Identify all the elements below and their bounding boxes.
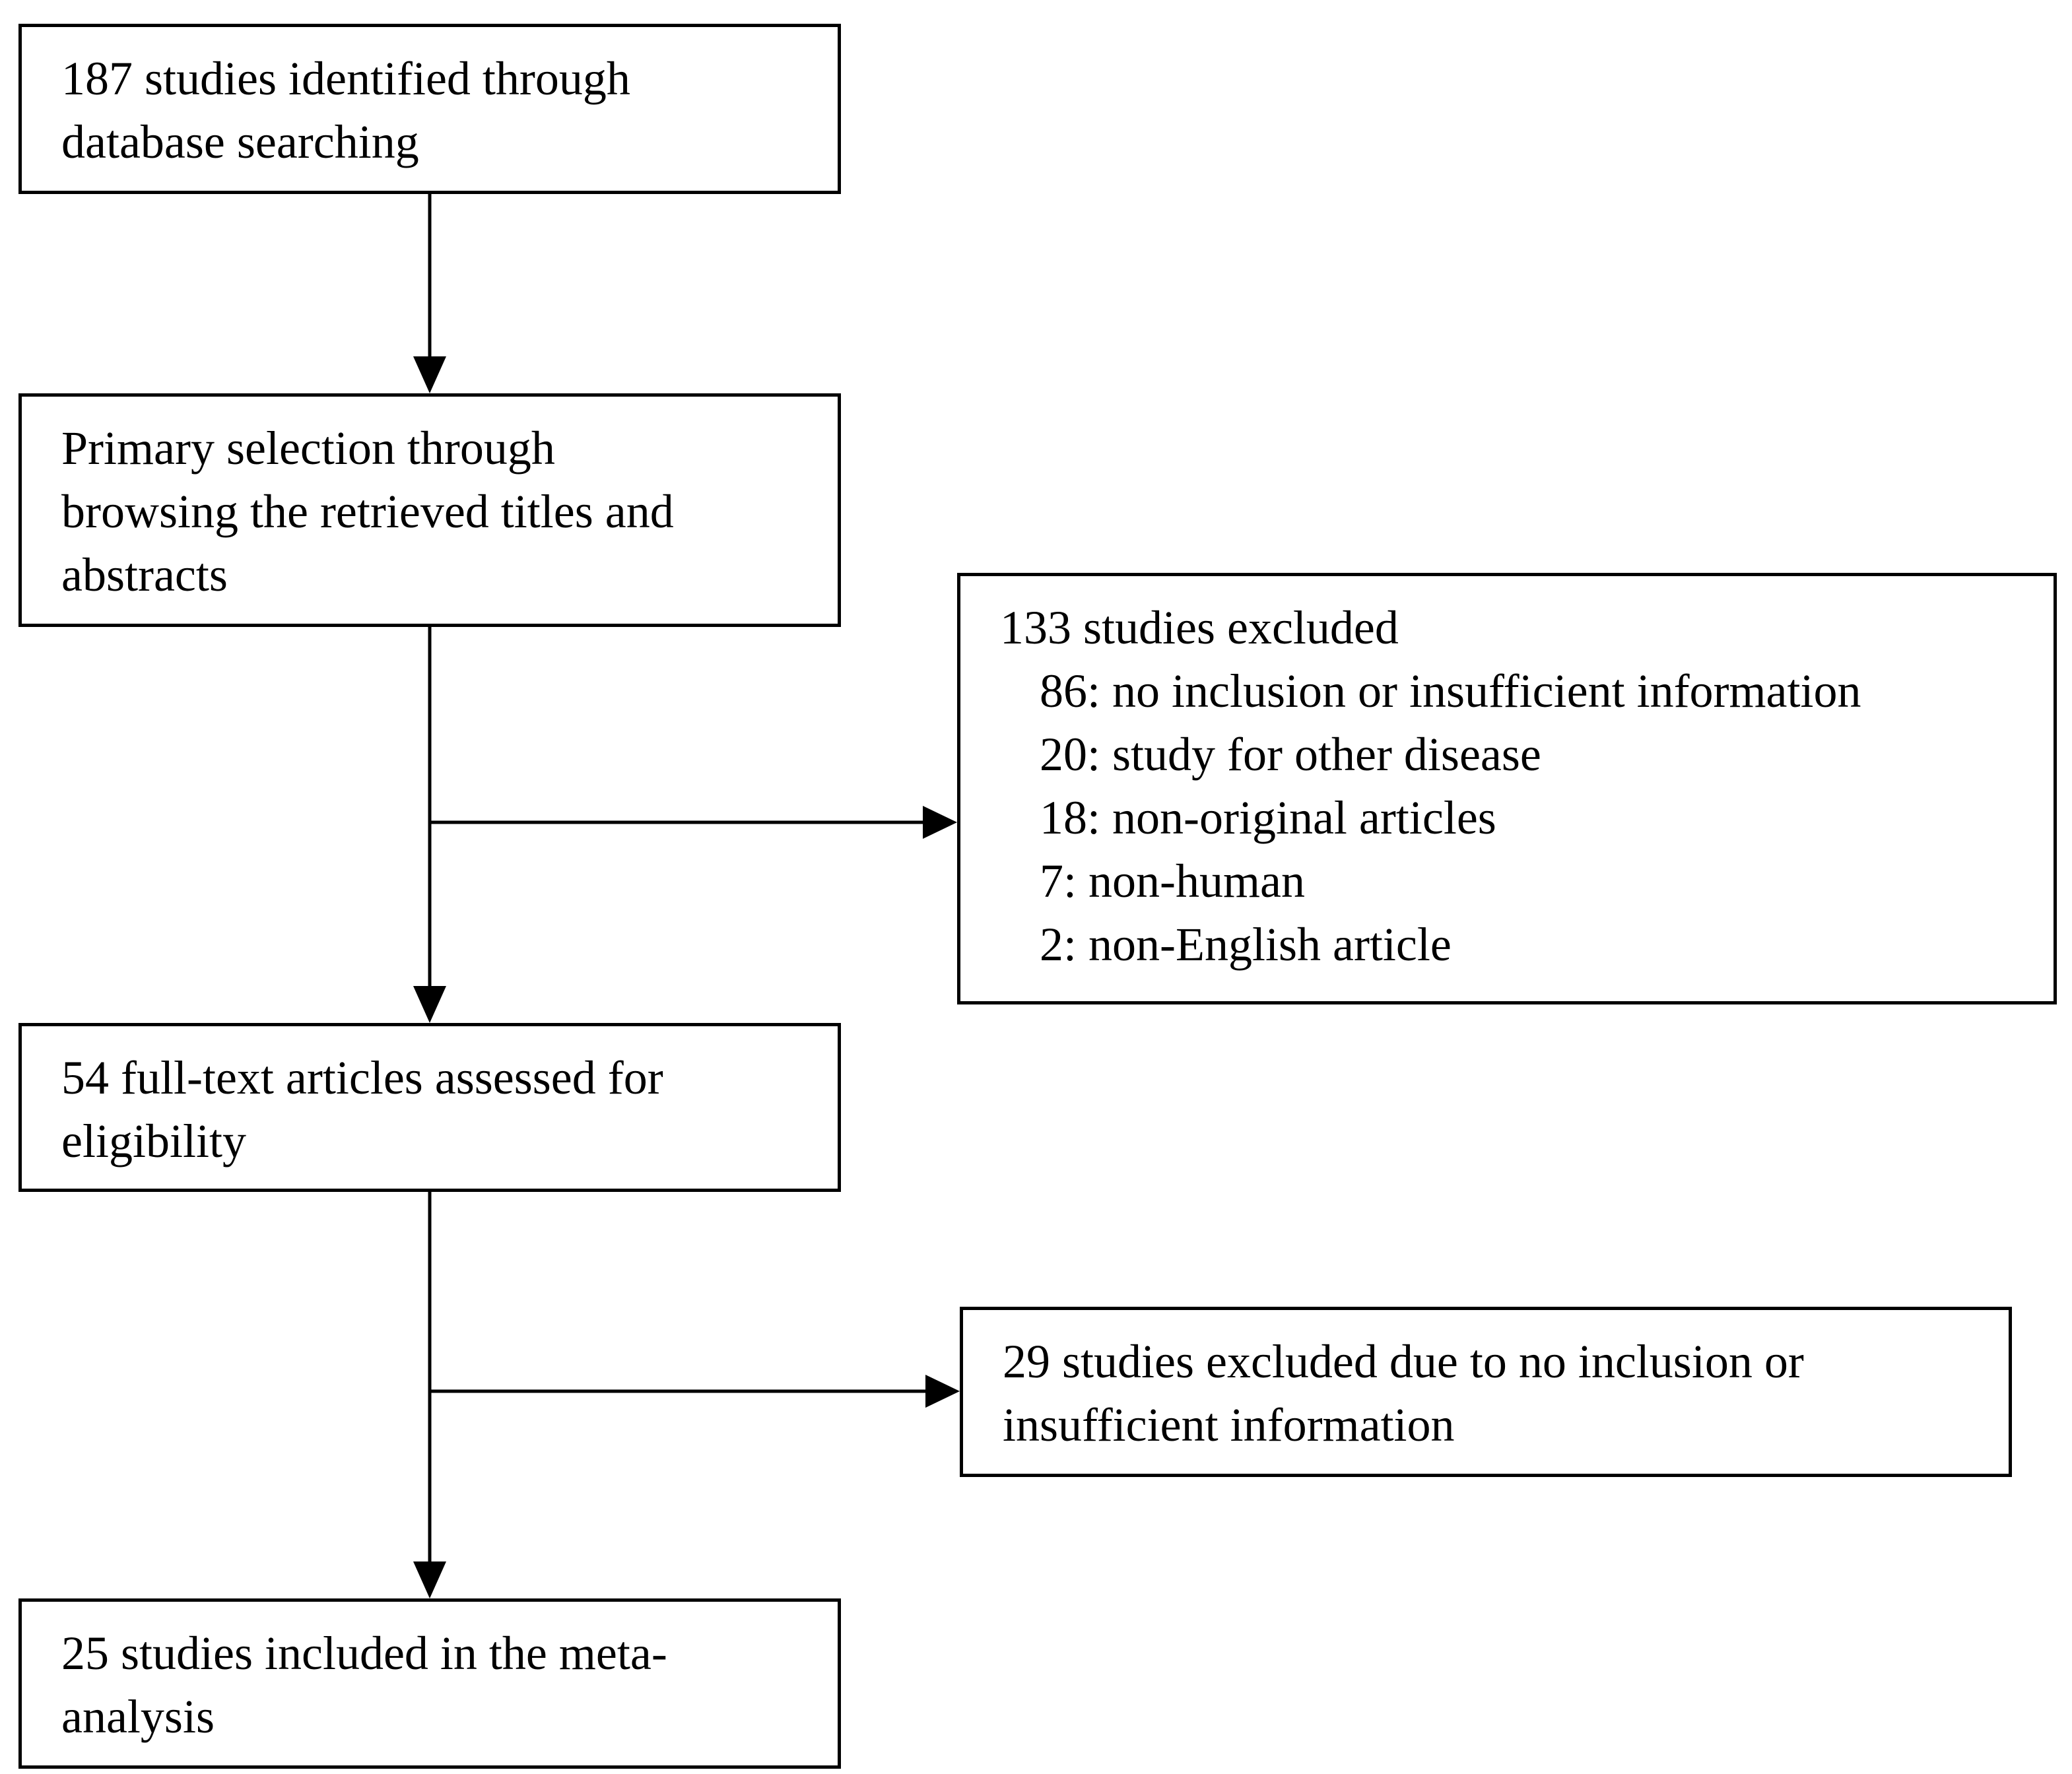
records-screened-text: Primary selection through browsing the r… <box>61 422 674 601</box>
box-fulltext-excluded: 29 studies excluded due to no inclusion … <box>960 1307 2012 1477</box>
arrowhead-identified-to-screened <box>413 356 446 393</box>
arrowhead-to-excluded-second <box>925 1375 960 1408</box>
exclusion-reasons-list: 86: no inclusion or insufficient informa… <box>1040 659 1861 976</box>
box-fulltext-assessed: 54 full-text articles assessed for eligi… <box>18 1023 841 1192</box>
fulltext-excluded-text: 29 studies excluded due to no inclusion … <box>1003 1335 1804 1451</box>
exclusion-reason: 7: non-human <box>1040 855 1305 907</box>
exclusion-reason: 86: no inclusion or insufficient informa… <box>1040 665 1861 717</box>
arrowhead-assessed-to-included <box>413 1561 446 1598</box>
box-records-excluded: 133 studies excluded 86: no inclusion or… <box>957 573 2057 1004</box>
exclusion-reason: 18: non-original articles <box>1040 791 1496 844</box>
box-studies-included: 25 studies included in the meta- analysi… <box>18 1598 841 1769</box>
arrowhead-to-excluded-first <box>923 806 957 839</box>
studies-included-text: 25 studies included in the meta- analysi… <box>61 1627 667 1743</box>
records-identified-text: 187 studies identified through database … <box>61 52 630 168</box>
exclusion-reason: 20: study for other disease <box>1040 728 1541 781</box>
arrowhead-screened-to-assessed <box>413 986 446 1023</box>
box-records-screened: Primary selection through browsing the r… <box>18 393 841 627</box>
box-records-identified: 187 studies identified through database … <box>18 24 841 194</box>
exclusion-reason: 2: non-English article <box>1040 918 1452 971</box>
fulltext-assessed-text: 54 full-text articles assessed for eligi… <box>61 1051 663 1167</box>
records-excluded-title: 133 studies excluded <box>1000 601 1399 654</box>
